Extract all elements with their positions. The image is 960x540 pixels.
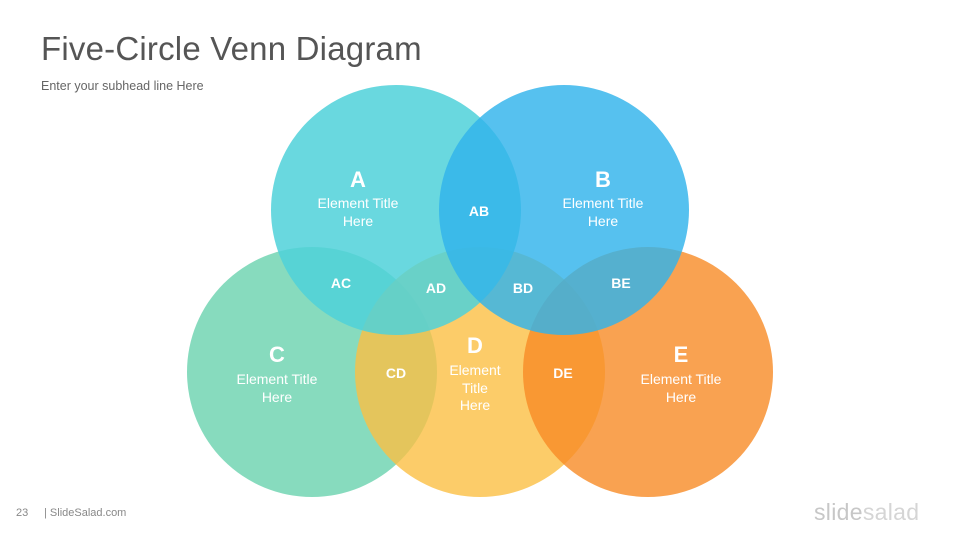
- set-d-title-2: Title: [462, 380, 488, 396]
- slide-title: Five-Circle Venn Diagram: [41, 30, 422, 67]
- intersection-de: DE: [553, 365, 572, 381]
- set-d-title: Element: [449, 362, 500, 378]
- intersection-ab: AB: [469, 203, 489, 219]
- logo-part-2: salad: [862, 499, 920, 525]
- set-c-subtitle: Here: [262, 389, 293, 405]
- circle-b: [439, 85, 689, 335]
- intersection-cd: CD: [386, 365, 406, 381]
- set-c-title: Element Title: [237, 371, 318, 387]
- footer-website: | SlideSalad.com: [44, 507, 127, 519]
- set-d-letter: D: [467, 333, 483, 358]
- logo-part-1: slide: [814, 499, 863, 525]
- set-b-letter: B: [595, 167, 611, 192]
- set-a-title: Element Title: [318, 195, 399, 211]
- set-d-subtitle: Here: [460, 397, 491, 413]
- set-a-letter: A: [350, 167, 366, 192]
- intersection-ac: AC: [331, 275, 351, 291]
- set-c-letter: C: [269, 342, 285, 367]
- intersection-be: BE: [611, 275, 630, 291]
- intersection-ad: AD: [426, 280, 446, 296]
- set-b-subtitle: Here: [588, 213, 619, 229]
- set-a-subtitle: Here: [343, 213, 374, 229]
- set-e-title: Element Title: [641, 371, 722, 387]
- slide-subhead: Enter your subhead line Here: [41, 79, 204, 93]
- set-b-title: Element Title: [563, 195, 644, 211]
- slidesalad-logo: slidesalad: [814, 499, 919, 526]
- intersection-bd: BD: [513, 280, 533, 296]
- page-number: 23: [16, 507, 29, 519]
- set-e-letter: E: [674, 342, 689, 367]
- set-e-subtitle: Here: [666, 389, 697, 405]
